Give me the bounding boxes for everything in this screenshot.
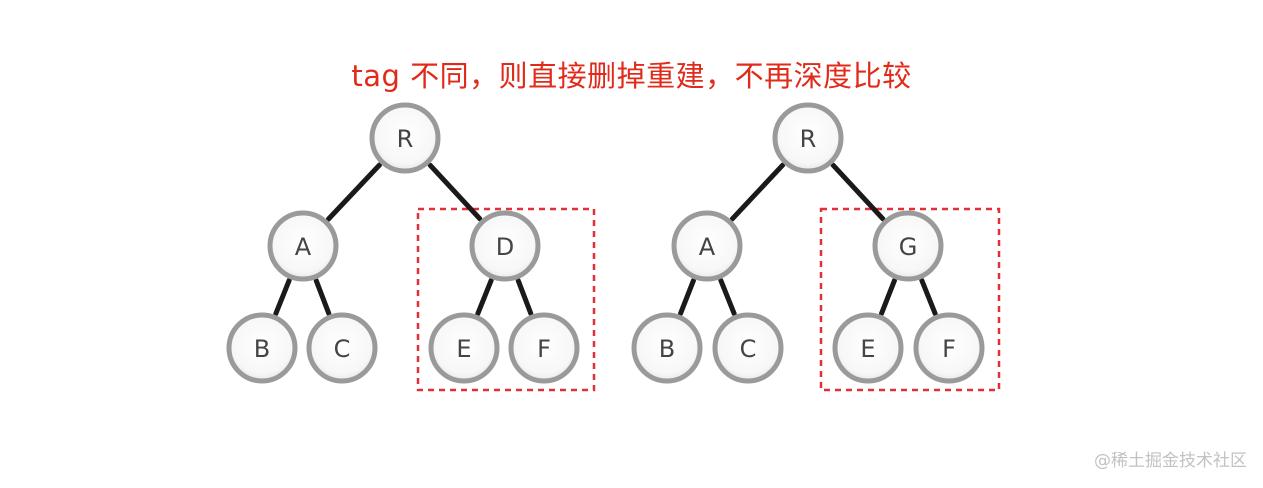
edge-A-B (273, 277, 292, 317)
node-label: C (334, 335, 351, 363)
node-label: A (699, 233, 716, 261)
edge-G-F (919, 277, 938, 317)
node-C: C (306, 312, 378, 384)
node-label: E (860, 335, 875, 363)
node-C: C (712, 312, 784, 384)
edge-A-C (718, 277, 737, 317)
node-F: F (508, 312, 580, 384)
node-A: A (671, 210, 743, 282)
node-label: A (295, 233, 312, 261)
node-label: D (496, 233, 514, 261)
node-circle (832, 312, 904, 384)
node-circle (226, 312, 298, 384)
node-label: R (800, 125, 817, 153)
node-label: E (456, 335, 471, 363)
node-circle (772, 102, 844, 174)
tree-left: R A D B C E F (226, 102, 596, 392)
node-label: B (659, 335, 675, 363)
node-circle (712, 312, 784, 384)
node-circle (369, 102, 441, 174)
diagram-title: tag 不同，则直接删掉重建，不再深度比较 (351, 59, 912, 93)
node-circle (428, 312, 500, 384)
node-circle (469, 210, 541, 282)
node-label: F (537, 335, 551, 363)
node-circle (631, 312, 703, 384)
node-G: G (872, 210, 944, 282)
node-circle (508, 312, 580, 384)
node-A: A (267, 210, 339, 282)
edge-A-B (678, 277, 696, 317)
edge-R-A (729, 162, 786, 222)
node-circle (872, 210, 944, 282)
node-D: D (469, 210, 541, 282)
edge-R-G (830, 162, 886, 222)
edge-D-E (475, 277, 494, 317)
watermark: @稀土掘金技术社区 (1094, 451, 1247, 471)
edge-A-C (313, 278, 332, 316)
edge-G-E (879, 277, 897, 317)
node-E: E (832, 312, 904, 384)
highlight-box (819, 207, 1001, 392)
node-circle (913, 312, 985, 384)
edge-D-F (515, 278, 534, 316)
node-label: G (899, 233, 918, 261)
tree-right: R A G B C E F (631, 102, 1001, 392)
node-F: F (913, 312, 985, 384)
node-R: R (772, 102, 844, 174)
node-label: C (740, 335, 757, 363)
node-label: F (942, 335, 956, 363)
node-B: B (631, 312, 703, 384)
node-circle (671, 210, 743, 282)
node-label: B (254, 335, 270, 363)
edge-R-A (325, 162, 383, 222)
edge-R-D (427, 162, 483, 222)
node-B: B (226, 312, 298, 384)
node-circle (306, 312, 378, 384)
node-R: R (369, 102, 441, 174)
node-label: R (397, 125, 414, 153)
node-circle (267, 210, 339, 282)
node-E: E (428, 312, 500, 384)
highlight-box (416, 207, 596, 392)
